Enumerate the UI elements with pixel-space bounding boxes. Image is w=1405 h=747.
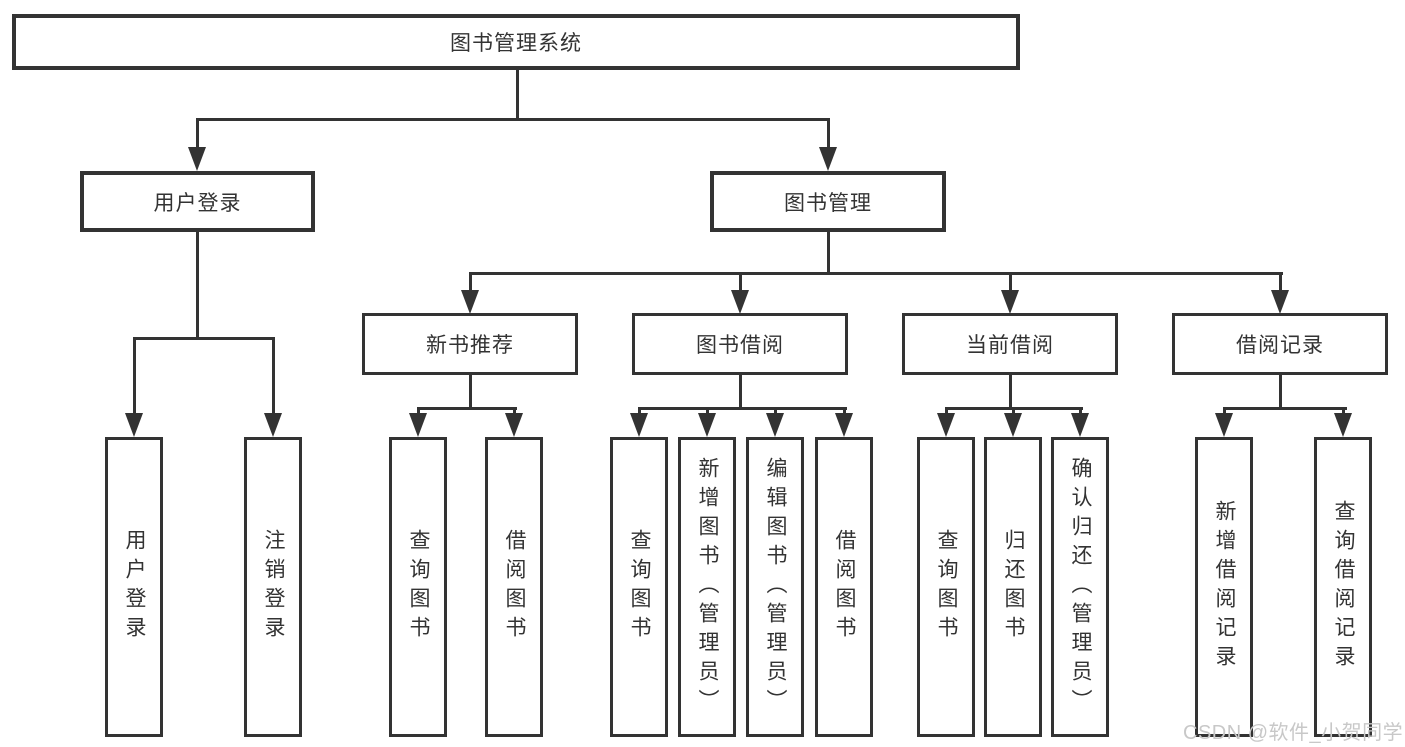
- arrowhead-down-icon: [1278, 272, 1282, 290]
- arrowhead-down-icon: [468, 272, 472, 290]
- connector-line: [1008, 375, 1012, 407]
- connector-line: [1222, 407, 1347, 410]
- leaf-add-book-admin: 新增图书（管理员）: [678, 437, 736, 737]
- node-current-borrow: 当前借阅: [902, 313, 1118, 375]
- node-borrow-records: 借阅记录: [1172, 313, 1388, 375]
- arrowhead-down-icon: [416, 407, 420, 413]
- arrowhead-down-icon: [842, 407, 846, 413]
- node-user-login: 用户登录: [80, 171, 315, 232]
- leaf-query-borrow-record: 查询借阅记录: [1314, 437, 1372, 737]
- node-book-borrow: 图书借阅: [632, 313, 848, 375]
- leaf-borrow-books-borrow: 借阅图书: [815, 437, 873, 737]
- arrowhead-down-icon: [705, 407, 709, 413]
- connector-line: [195, 232, 199, 337]
- arrowhead-down-icon: [195, 118, 199, 147]
- connector-line: [196, 118, 829, 121]
- connector-line: [1278, 375, 1282, 407]
- connector-line: [738, 375, 742, 407]
- arrowhead-down-icon: [1222, 407, 1226, 413]
- arrowhead-down-icon: [512, 407, 516, 413]
- arrowhead-down-icon: [1078, 407, 1082, 413]
- node-library-system: 图书管理系统: [12, 14, 1020, 70]
- connector-line: [468, 272, 1283, 275]
- node-book-management: 图书管理: [710, 171, 946, 232]
- arrowhead-down-icon: [1341, 407, 1345, 413]
- connector-line: [416, 407, 517, 410]
- arrowhead-down-icon: [773, 407, 777, 413]
- leaf-query-books-recommend: 查询图书: [389, 437, 447, 737]
- leaf-query-books-borrow: 查询图书: [610, 437, 668, 737]
- arrowhead-down-icon: [738, 272, 742, 290]
- leaf-confirm-return-admin: 确认归还（管理员）: [1051, 437, 1109, 737]
- arrowhead-down-icon: [1008, 272, 1012, 290]
- leaf-user-login: 用户登录: [105, 437, 163, 737]
- leaf-add-borrow-record: 新增借阅记录: [1195, 437, 1253, 737]
- arrowhead-down-icon: [637, 407, 641, 413]
- arrowhead-down-icon: [132, 337, 136, 413]
- arrowhead-down-icon: [1011, 407, 1015, 413]
- leaf-edit-book-admin: 编辑图书（管理员）: [746, 437, 804, 737]
- connector-line: [516, 70, 519, 118]
- arrowhead-down-icon: [826, 118, 830, 147]
- leaf-query-books-current: 查询图书: [917, 437, 975, 737]
- leaf-return-books: 归还图书: [984, 437, 1042, 737]
- leaf-logout: 注销登录: [244, 437, 302, 737]
- watermark-text: CSDN @软件_小贺同学: [1183, 722, 1404, 744]
- arrowhead-down-icon: [271, 337, 275, 413]
- arrowhead-down-icon: [944, 407, 948, 413]
- connector-line: [637, 407, 847, 410]
- connector-line: [468, 375, 472, 407]
- node-new-book-recommend: 新书推荐: [362, 313, 578, 375]
- connector-line: [826, 232, 830, 272]
- connector-line: [132, 337, 275, 340]
- leaf-borrow-books-recommend: 借阅图书: [485, 437, 543, 737]
